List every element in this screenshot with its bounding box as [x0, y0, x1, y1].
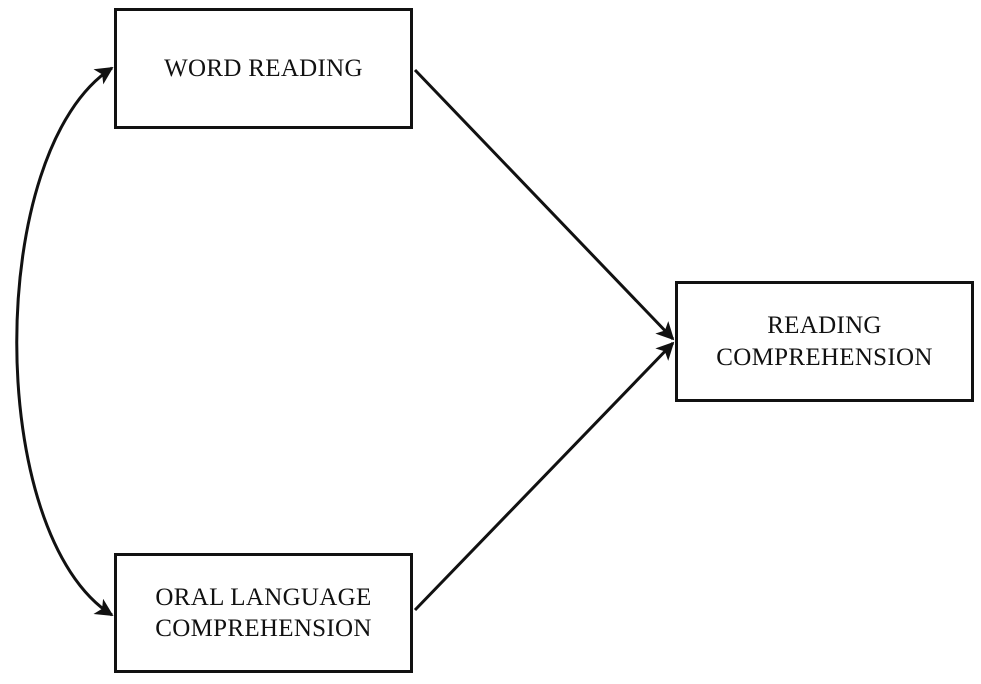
edge-word-reading-to-reading-comprehension	[413, 68, 675, 341]
node-oral-language-label: ORAL LANGUAGE COMPREHENSION	[155, 582, 371, 645]
node-oral-language-line-2: COMPREHENSION	[155, 615, 372, 642]
node-word-reading-label: WORD READING	[164, 53, 363, 84]
edge-correlation-word-reading-oral-language	[15, 66, 114, 617]
node-oral-language-line-1: ORAL LANGUAGE	[155, 583, 372, 611]
node-reading-comprehension-line-2: COMPREHENSION	[716, 343, 933, 371]
node-reading-comprehension-label: READING COMPREHENSION	[716, 310, 932, 373]
node-word-reading: WORD READING	[114, 8, 413, 129]
node-oral-language-comprehension: ORAL LANGUAGE COMPREHENSION	[114, 553, 413, 673]
node-reading-comprehension: READING COMPREHENSION	[675, 281, 974, 402]
node-word-reading-line-1: WORD READING	[164, 54, 363, 82]
node-reading-comprehension-line-1: READING	[767, 312, 882, 340]
edge-oral-language-to-reading-comprehension	[413, 341, 675, 612]
